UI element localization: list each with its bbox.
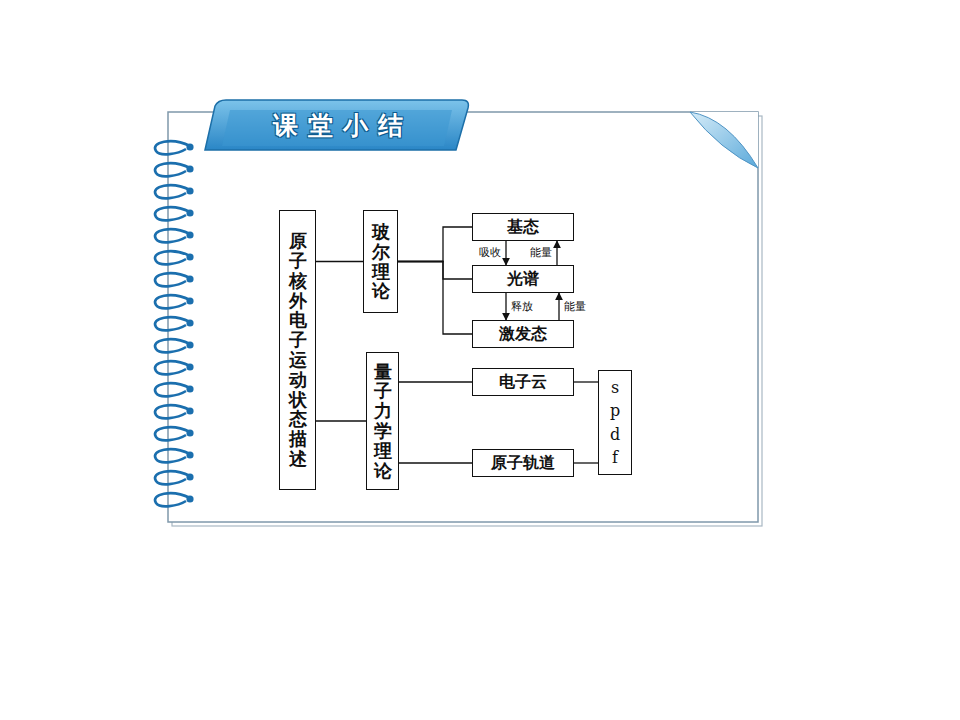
- spiral-ring: [155, 229, 190, 242]
- connector-line: [398, 262, 472, 280]
- ring-hole: [186, 297, 193, 304]
- edge-label: 能量: [563, 300, 587, 312]
- box-text: 原子轨道: [491, 453, 555, 472]
- box-text: 光谱: [507, 269, 539, 288]
- title-tab-inner: [222, 110, 452, 146]
- connector-line: [316, 420, 366, 421]
- ring-hole: [186, 165, 193, 172]
- spiral-ring: [155, 163, 190, 176]
- page-curl: [690, 112, 758, 168]
- box-text: 量子力学理论: [374, 362, 392, 481]
- ring-hole: [186, 275, 193, 282]
- box-text: s p d f: [607, 376, 623, 469]
- energy-arrow: [556, 241, 557, 265]
- concept-box: 基态: [472, 213, 574, 241]
- ring-hole: [186, 363, 193, 370]
- connector-line: [398, 227, 472, 262]
- ring-hole: [186, 473, 193, 480]
- ring-hole: [186, 407, 193, 414]
- spiral-ring: [155, 207, 190, 220]
- energy-arrow: [505, 293, 506, 320]
- connector-line: [399, 462, 472, 463]
- spiral-ring: [155, 493, 190, 506]
- ring-hole: [186, 253, 193, 260]
- edge-label: 吸收: [478, 247, 502, 259]
- spiral-ring: [155, 383, 190, 396]
- ring-hole: [186, 231, 193, 238]
- spiral-ring: [155, 339, 190, 352]
- spiral-ring: [155, 251, 190, 264]
- box-text: 原子核外电子运动状态描述: [289, 231, 307, 469]
- spiral-ring: [155, 185, 190, 198]
- title-tab: [205, 100, 468, 150]
- spiral-ring: [155, 295, 190, 308]
- box-text: 激发态: [499, 324, 547, 343]
- spiral-ring: [155, 317, 190, 330]
- vertical-box: 量子力学理论: [366, 352, 399, 490]
- ring-hole: [186, 187, 193, 194]
- spiral-rings: [155, 141, 194, 506]
- spiral-ring: [155, 405, 190, 418]
- connector-line: [574, 381, 598, 382]
- spiral-ring: [155, 273, 190, 286]
- card: [168, 112, 758, 522]
- concept-box: 光谱: [472, 265, 574, 293]
- energy-arrow: [505, 241, 506, 265]
- ring-hole: [186, 451, 193, 458]
- concept-box: 电子云: [472, 368, 574, 396]
- edge-label: 能量: [529, 247, 553, 259]
- spiral-ring: [155, 471, 190, 484]
- connector-line: [398, 262, 472, 335]
- ring-hole: [186, 319, 193, 326]
- box-text: 玻尔理论: [372, 222, 390, 301]
- ring-hole: [186, 495, 193, 502]
- spiral-ring: [155, 141, 190, 154]
- box-text: 电子云: [499, 372, 547, 391]
- vertical-box: s p d f: [598, 370, 632, 475]
- title: 课堂小结: [228, 110, 458, 142]
- spiral-ring: [155, 427, 190, 440]
- ring-hole: [186, 385, 193, 392]
- title-text: 课堂小结: [273, 111, 413, 140]
- page-curl-cut: [690, 112, 758, 168]
- spiral-ring: [155, 361, 190, 374]
- vertical-box: 原子核外电子运动状态描述: [279, 210, 316, 490]
- ring-hole: [186, 341, 193, 348]
- concept-box: 激发态: [472, 320, 574, 348]
- ring-hole: [186, 143, 193, 150]
- connector-line: [316, 261, 363, 262]
- box-text: 基态: [507, 217, 539, 236]
- connector-line: [574, 462, 598, 463]
- ring-hole: [186, 209, 193, 216]
- concept-box: 原子轨道: [472, 449, 574, 477]
- connector-line: [399, 381, 472, 382]
- energy-arrow: [558, 293, 559, 320]
- spiral-ring: [155, 449, 190, 462]
- vertical-box: 玻尔理论: [363, 210, 398, 313]
- ring-hole: [186, 429, 193, 436]
- edge-label: 释放: [510, 300, 534, 312]
